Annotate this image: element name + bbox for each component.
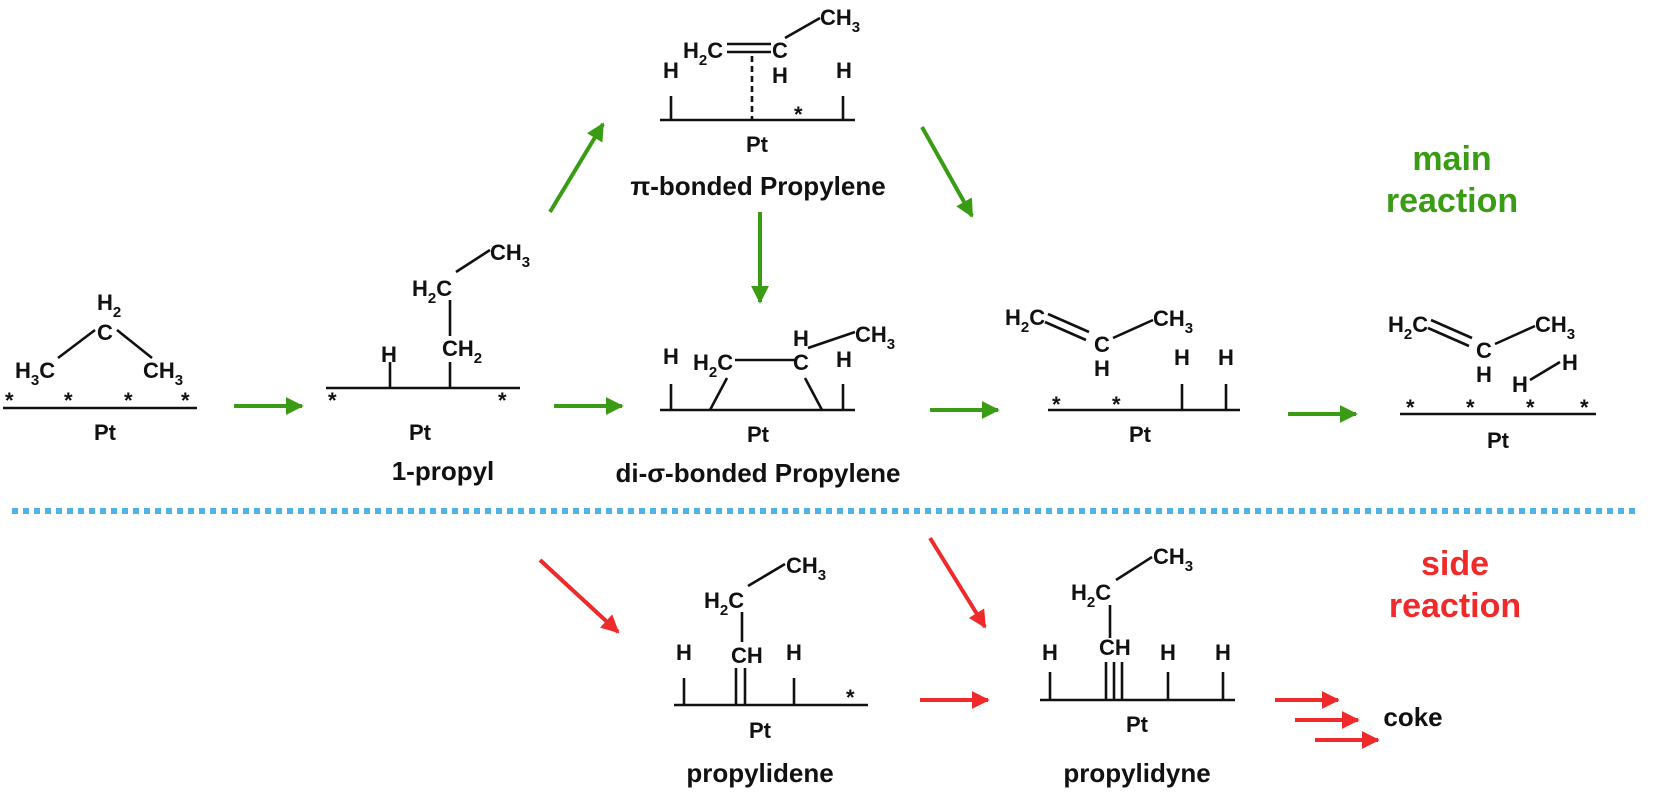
- atom-label: H: [1218, 345, 1234, 370]
- caption-propyl: 1-propyl: [392, 456, 495, 486]
- star-site: *: [794, 102, 803, 127]
- atom-label: H2C: [412, 276, 452, 307]
- star-site: *: [181, 388, 190, 413]
- atom-label: H: [663, 58, 679, 83]
- atom-label: CH3: [143, 358, 183, 389]
- atom-label: CH3: [1153, 544, 1193, 575]
- atom-label: H2C: [1005, 305, 1045, 336]
- caption-pi-bonded: π-bonded Propylene: [630, 171, 885, 201]
- caption-di-sigma: di-σ-bonded Propylene: [615, 458, 900, 488]
- metal-label: Pt: [1126, 712, 1149, 737]
- main-reaction-label: main reaction: [1386, 140, 1518, 220]
- atom-label: H: [663, 344, 679, 369]
- star-site: *: [328, 388, 337, 413]
- star-site: *: [846, 685, 855, 710]
- pi-bonded-propylene: H H H2C C H CH3 * Pt π-bonded Propylene: [630, 5, 885, 201]
- metal-label: Pt: [409, 420, 432, 445]
- side-arrows: [538, 536, 1380, 749]
- atom-label: H: [1160, 640, 1176, 665]
- atom-label: C: [1094, 332, 1110, 357]
- propylene-with-adsorbed-h: H2C C H CH3 H H * * Pt: [1005, 305, 1240, 447]
- propyl-adsorbed: H CH2 H2C CH3 * * Pt 1-propyl: [326, 240, 530, 486]
- atom-label: H: [381, 342, 397, 367]
- star-site: *: [5, 388, 14, 413]
- atom-label: H: [1562, 350, 1578, 375]
- arrow-propyl-to-pi: [548, 122, 605, 214]
- atom-label: CH3: [1535, 312, 1575, 343]
- atom-label: H3C: [15, 358, 55, 389]
- metal-label: Pt: [746, 132, 769, 157]
- star-site: *: [498, 388, 507, 413]
- atom-label: H: [1476, 362, 1492, 387]
- atom-label: C: [97, 320, 113, 345]
- propylene-and-hydrogen: H2C C H CH3 H H * * * * Pt: [1388, 312, 1596, 453]
- metal-label: Pt: [749, 718, 772, 743]
- atom-label: H2C: [1071, 580, 1111, 611]
- atom-label: CH3: [820, 5, 860, 36]
- atom-label: H2: [97, 290, 121, 321]
- star-site: *: [1406, 395, 1415, 420]
- atom-label: CH3: [855, 322, 895, 353]
- arrow-pi-to-propylene: [920, 126, 974, 218]
- atom-label: H: [676, 640, 692, 665]
- atom-label: H2C: [693, 350, 733, 381]
- atom-label: C: [1476, 338, 1492, 363]
- propane-adsorbed: H2 C H3C CH3 * * * * Pt: [3, 290, 197, 445]
- main-arrows: [234, 122, 1358, 423]
- atom-label: H2C: [1388, 312, 1428, 343]
- atom-label: CH2: [442, 336, 482, 367]
- atom-label: H2C: [704, 588, 744, 619]
- atom-label: H: [1512, 372, 1528, 397]
- metal-label: Pt: [747, 422, 770, 447]
- atom-label: H: [1174, 345, 1190, 370]
- propylidene-adsorbed: H H CH H2C CH3 * Pt propylidene: [674, 553, 868, 788]
- atom-label: H: [1042, 640, 1058, 665]
- side-reaction-label: side reaction: [1389, 545, 1521, 625]
- atom-label: H: [772, 63, 788, 88]
- star-site: *: [1526, 395, 1535, 420]
- atom-label: C: [772, 38, 788, 63]
- atom-label: H: [836, 58, 852, 83]
- atom-label: CH: [731, 643, 763, 668]
- main-label-line2: reaction: [1386, 182, 1518, 220]
- atom-label: H2C: [683, 38, 723, 69]
- metal-label: Pt: [94, 420, 117, 445]
- star-site: *: [1052, 392, 1061, 417]
- main-label-line1: main: [1412, 140, 1491, 178]
- metal-label: Pt: [1129, 422, 1152, 447]
- atom-label: H: [1094, 356, 1110, 381]
- metal-label: Pt: [1487, 428, 1510, 453]
- atom-label: CH3: [490, 240, 530, 271]
- atom-label: CH3: [786, 553, 826, 584]
- arrow-di-sigma-to-propylidyne: [928, 536, 987, 629]
- star-site: *: [124, 388, 133, 413]
- side-label-line1: side: [1421, 545, 1489, 583]
- star-site: *: [1580, 395, 1589, 420]
- star-site: *: [1466, 395, 1475, 420]
- atom-label: CH: [1099, 635, 1131, 660]
- caption-coke: coke: [1383, 702, 1442, 732]
- di-sigma-bonded-propylene: H H H2C H C CH3 Pt di-σ-bonded Propylene: [615, 322, 900, 488]
- atom-label: CH3: [1153, 306, 1193, 337]
- atom-label: H: [786, 640, 802, 665]
- propylidyne-adsorbed: H H H CH H2C CH3 Pt propylidyne: [1040, 544, 1235, 788]
- arrow-propyl-to-propylidene: [538, 558, 620, 634]
- star-site: *: [1112, 392, 1121, 417]
- atom-label: H: [836, 347, 852, 372]
- atom-label: H: [793, 326, 809, 351]
- side-label-line2: reaction: [1389, 587, 1521, 625]
- atom-label: H: [1215, 640, 1231, 665]
- star-site: *: [64, 388, 73, 413]
- caption-propylidene: propylidene: [686, 758, 833, 788]
- atom-label: C: [793, 350, 809, 375]
- caption-propylidyne: propylidyne: [1063, 758, 1210, 788]
